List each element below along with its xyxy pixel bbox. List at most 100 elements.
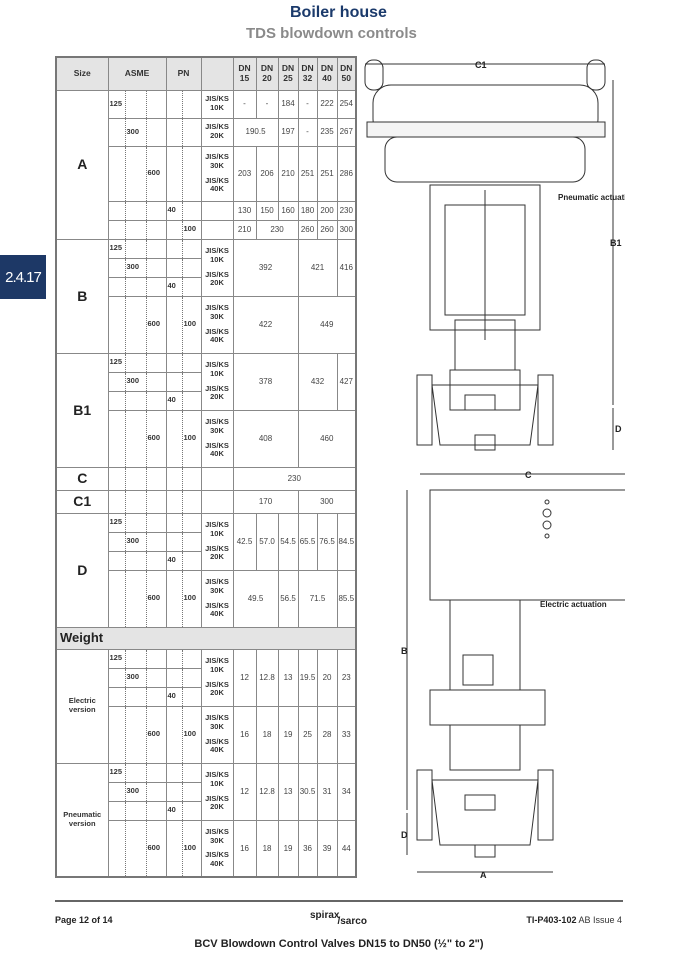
value-cell: 170 xyxy=(232,489,299,514)
empty-cell xyxy=(107,390,126,411)
value-cell: 31 xyxy=(316,762,338,821)
empty-cell xyxy=(107,200,126,221)
empty-cell xyxy=(181,686,202,707)
asme-class: 300 xyxy=(124,257,147,278)
value-cell: 432 xyxy=(297,352,338,411)
empty-cell xyxy=(165,648,183,669)
jis-label: JIS/KS 30K xyxy=(205,152,229,170)
col-size: Size xyxy=(55,56,109,91)
pn-class: 100 xyxy=(181,409,202,468)
jis-label: JIS/KS 10K xyxy=(205,246,229,264)
empty-cell xyxy=(181,390,202,411)
empty-cell xyxy=(165,512,183,533)
col-jis xyxy=(200,56,234,91)
doc-issue: AB Issue 4 xyxy=(578,915,622,925)
empty-cell xyxy=(107,219,126,240)
empty-cell xyxy=(124,466,147,491)
empty-cell xyxy=(165,371,183,392)
value-cell: 422 xyxy=(232,295,299,354)
value-cell: 13 xyxy=(277,762,299,821)
value-cell: 25 xyxy=(297,705,318,764)
pn-class: 40 xyxy=(165,390,183,411)
empty-cell xyxy=(107,550,126,571)
value-cell: 160 xyxy=(277,200,299,221)
jis-label: JIS/KS 20K xyxy=(205,269,229,288)
value-cell: 12 xyxy=(232,648,257,707)
empty-cell xyxy=(181,531,202,552)
asme-class: 125 xyxy=(107,512,126,533)
empty-cell xyxy=(107,705,126,764)
col-dn40: DN 40 xyxy=(316,56,338,91)
jis-label: JIS/KS 30K xyxy=(205,303,229,321)
document-reference: TI-P403-102 AB Issue 4 xyxy=(526,915,622,925)
jis-class: JIS/KS 10K xyxy=(200,89,234,119)
asme-class: 600 xyxy=(145,819,167,878)
asme-class: 300 xyxy=(124,781,147,802)
value-cell: 12.8 xyxy=(255,648,279,707)
doc-code: TI-P403-102 xyxy=(526,915,577,925)
pn-class: 40 xyxy=(165,800,183,821)
dim-label-c1: C1 xyxy=(475,60,487,70)
jis-label: JIS/KS 40K xyxy=(205,326,229,345)
empty-cell xyxy=(181,200,202,221)
jis-label: JIS/KS 20K xyxy=(205,122,229,140)
dimensions-table: Size ASME PN DN 15 DN 20 DN 25 DN 32 DN … xyxy=(55,56,358,878)
empty-cell xyxy=(145,89,167,119)
pn-class: 40 xyxy=(165,550,183,571)
value-cell: 203 xyxy=(232,145,257,202)
jis-class: JIS/KS 30K JIS/KS 40K xyxy=(200,295,234,354)
empty-cell xyxy=(107,276,126,297)
col-dn25: DN 25 xyxy=(277,56,299,91)
value-cell: 57.0 xyxy=(255,512,279,571)
jis-label: JIS/KS 30K xyxy=(205,827,229,845)
electric-actuator-housing xyxy=(429,489,625,601)
valve-dimension-drawing: C1 B1 D C B D A Pneumatic actuation Elec… xyxy=(364,59,625,880)
value-cell: 36 xyxy=(297,819,318,878)
dim-label-d-bottom: D xyxy=(401,830,408,840)
empty-cell xyxy=(145,390,167,411)
empty-cell xyxy=(181,781,202,802)
empty-cell xyxy=(200,219,234,240)
value-cell: 251 xyxy=(316,145,338,202)
value-cell: 210 xyxy=(277,145,299,202)
empty-cell xyxy=(181,89,202,119)
empty-cell xyxy=(107,371,126,392)
pn-class: 40 xyxy=(165,686,183,707)
asme-class: 600 xyxy=(145,705,167,764)
value-cell: 222 xyxy=(316,89,338,119)
jis-label: JIS/KS 20K xyxy=(205,383,229,402)
value-cell: 30.5 xyxy=(297,762,318,821)
empty-cell xyxy=(107,531,126,552)
jis-label: JIS/KS 20K xyxy=(205,793,229,812)
value-cell: 150 xyxy=(255,200,279,221)
asme-class: 300 xyxy=(124,371,147,392)
empty-cell xyxy=(181,489,202,514)
value-cell: 200 xyxy=(316,200,338,221)
empty-cell xyxy=(124,352,147,373)
pn-class: 40 xyxy=(165,200,183,221)
pn-class: 100 xyxy=(181,705,202,764)
value-cell: 39 xyxy=(316,819,338,878)
empty-cell xyxy=(107,819,126,878)
header-subtitle: TDS blowdown controls xyxy=(246,25,417,42)
footer-title: BCV Blowdown Control Valves DN15 to DN50… xyxy=(194,938,484,950)
empty-cell xyxy=(165,489,183,514)
empty-cell xyxy=(181,762,202,783)
empty-cell xyxy=(165,257,183,278)
value-cell: 19 xyxy=(277,705,299,764)
size-label: Electric version xyxy=(55,648,109,764)
value-cell: 286 xyxy=(336,145,357,202)
jis-label: JIS/KS 40K xyxy=(205,600,229,619)
value-cell: 23 xyxy=(336,648,357,707)
value-cell: 19.5 xyxy=(297,648,318,707)
size-label: Pneumatic version xyxy=(55,762,109,878)
weight-section-title: Weight xyxy=(55,626,357,650)
empty-cell xyxy=(181,466,202,491)
value-cell: 19 xyxy=(277,819,299,878)
empty-cell xyxy=(124,219,147,240)
empty-cell xyxy=(124,276,147,297)
